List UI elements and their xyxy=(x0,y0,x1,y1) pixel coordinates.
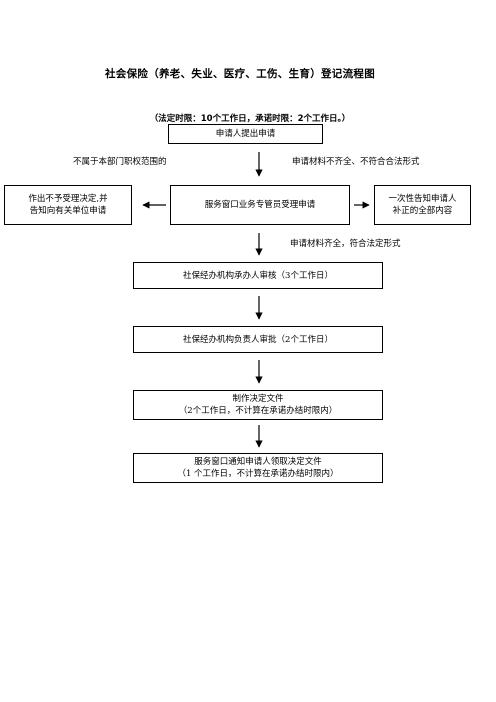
step-reject-box: 作出不予受理决定,并 告知向有关单位申请 xyxy=(4,185,132,225)
label-not-in-scope: 不属于本部门职权范围的 xyxy=(73,157,167,167)
label-complete: 申请材料齐全，符合法定形式 xyxy=(290,239,401,249)
step-accept-text: 服务窗口业务专管员受理申请 xyxy=(204,200,316,210)
step-collect-box: 服务窗口通知申请人领取决定文件 （1 个工作日，不计算在承诺办结时限内） xyxy=(133,453,383,483)
step-apply-text: 申请人提出申请 xyxy=(215,129,276,139)
step-reject-text-line1: 作出不予受理决定,并 xyxy=(28,194,108,204)
step-review-box: 社保经办机构承办人审核（3个工作日） xyxy=(133,262,383,289)
step-notify-text-line2: 补正的全部内容 xyxy=(392,206,453,216)
step-notify-box: 一次性告知申请人 补正的全部内容 xyxy=(374,185,471,225)
step-collect-text-line2: （1 个工作日，不计算在承诺办结时限内） xyxy=(177,469,339,479)
step-decision-text-line1: 制作决定文件 xyxy=(232,394,284,404)
step-apply-box: 申请人提出申请 xyxy=(168,124,323,144)
step-review-text: 社保经办机构承办人审核（3个工作日） xyxy=(183,270,333,281)
step-decision-text-line2: （2个工作日，不计算在承诺办结时限内） xyxy=(178,406,338,416)
step-decision-box: 制作决定文件 （2个工作日，不计算在承诺办结时限内） xyxy=(133,390,383,420)
step-approve-box: 社保经办机构负责人审批（2个工作日） xyxy=(133,326,383,353)
step-accept-box: 服务窗口业务专管员受理申请 xyxy=(170,185,350,225)
step-collect-text-line1: 服务窗口通知申请人领取决定文件 xyxy=(194,457,322,467)
step-approve-text: 社保经办机构负责人审批（2个工作日） xyxy=(183,334,333,345)
label-incomplete: 申请材料不齐全、不符合合法形式 xyxy=(292,157,420,167)
page-title: 社会保险（养老、失业、医疗、工伤、生育）登记流程图 xyxy=(105,68,375,80)
time-limit-subtitle: （法定时限：10个工作日，承诺时限：2个工作日。） xyxy=(149,114,351,124)
step-reject-text-line2: 告知向有关单位申请 xyxy=(29,206,107,216)
step-notify-text-line1: 一次性告知申请人 xyxy=(388,194,457,204)
